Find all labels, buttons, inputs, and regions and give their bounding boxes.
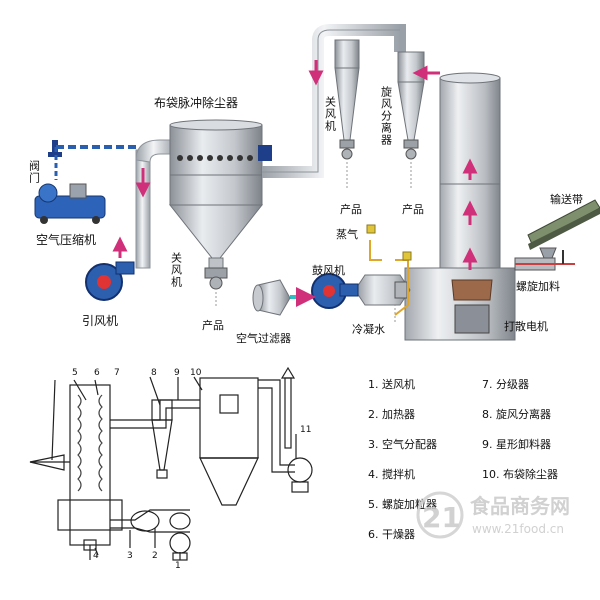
cyclone-label: 旋风分离器 bbox=[380, 85, 393, 146]
callout-6: 6 bbox=[94, 368, 100, 378]
air-lock-top-label: 关风机 bbox=[324, 95, 337, 132]
air-compressor-icon bbox=[34, 183, 106, 224]
bag-filter-unit bbox=[168, 119, 264, 271]
legend-item-10: 10. 布袋除尘器 bbox=[482, 467, 558, 481]
callout-4: 4 bbox=[93, 551, 99, 561]
drying-tower bbox=[404, 72, 516, 341]
callout-1: 1 bbox=[175, 561, 181, 571]
callout-8: 8 bbox=[151, 368, 157, 378]
product-right-label: 产品 bbox=[402, 202, 424, 216]
air-lock-left-icon bbox=[204, 267, 228, 306]
callout-2: 2 bbox=[152, 551, 158, 561]
conveyor-icon bbox=[527, 199, 600, 250]
legend-item-9: 9. 星形卸料器 bbox=[482, 437, 551, 451]
legend-item-4: 4. 搅拌机 bbox=[368, 467, 415, 481]
blower-icon bbox=[311, 273, 359, 309]
screw-feeder-icon bbox=[514, 247, 575, 271]
legend-item-6: 6. 干燥器 bbox=[368, 528, 415, 541]
fan-exhaust-pipe bbox=[135, 149, 151, 269]
watermark-logo-number: 21 bbox=[422, 501, 461, 534]
callout-7: 7 bbox=[114, 368, 120, 378]
valve-label: 阀门 bbox=[28, 159, 41, 184]
steam-label: 蒸气 bbox=[336, 227, 358, 241]
callout-10: 10 bbox=[190, 368, 202, 378]
product-left-label: 产品 bbox=[202, 318, 224, 332]
callout-5: 5 bbox=[72, 368, 78, 378]
screw-feeder-label: 螺旋加料 bbox=[516, 279, 560, 293]
line-schematic bbox=[29, 366, 313, 561]
heater-icon bbox=[354, 274, 411, 306]
crushing-motor-label: 打散电机 bbox=[504, 319, 548, 333]
watermark-logo-icon bbox=[416, 491, 464, 539]
air-filter-label: 空气过滤器 bbox=[236, 331, 291, 345]
legend: 1. 送风机 2. 加热器 3. 空气分配器 4. 搅拌机 5. 螺旋加粒器 6… bbox=[368, 377, 558, 541]
legend-item-3: 3. 空气分配器 bbox=[368, 437, 437, 451]
watermark: 21 食品商务网 www.21food.cn bbox=[416, 491, 570, 539]
air-filter-icon bbox=[252, 279, 291, 316]
process-illustration: 阀门 空气压缩机 引风机 布袋脉冲除尘器 关风机 产品 空气过滤器 鼓风机 蒸气… bbox=[28, 24, 600, 345]
callout-11: 11 bbox=[300, 425, 311, 435]
watermark-url: www.21food.cn bbox=[472, 522, 564, 536]
schematic-callouts: 1 2 3 4 5 6 7 8 9 10 11 bbox=[72, 368, 311, 571]
blower-label: 鼓风机 bbox=[312, 263, 345, 277]
induced-fan-label: 引风机 bbox=[82, 314, 118, 328]
watermark-text: 食品商务网 bbox=[470, 494, 570, 518]
product-mid-label: 产品 bbox=[340, 202, 362, 216]
legend-item-7: 7. 分级器 bbox=[482, 378, 529, 391]
air-compressor-label: 空气压缩机 bbox=[36, 232, 96, 247]
air-lock-left-label: 关风机 bbox=[170, 251, 183, 288]
callout-9: 9 bbox=[174, 368, 180, 378]
conveyor-label: 输送带 bbox=[550, 192, 583, 206]
legend-item-1: 1. 送风机 bbox=[368, 377, 415, 391]
legend-item-2: 2. 加热器 bbox=[368, 408, 415, 421]
bag-filter-title: 布袋脉冲除尘器 bbox=[154, 95, 238, 110]
callout-3: 3 bbox=[127, 551, 133, 561]
legend-item-8: 8. 旋风分离器 bbox=[482, 407, 551, 421]
condensate-label: 冷凝水 bbox=[352, 322, 385, 336]
cyclone-left-icon bbox=[334, 39, 360, 188]
